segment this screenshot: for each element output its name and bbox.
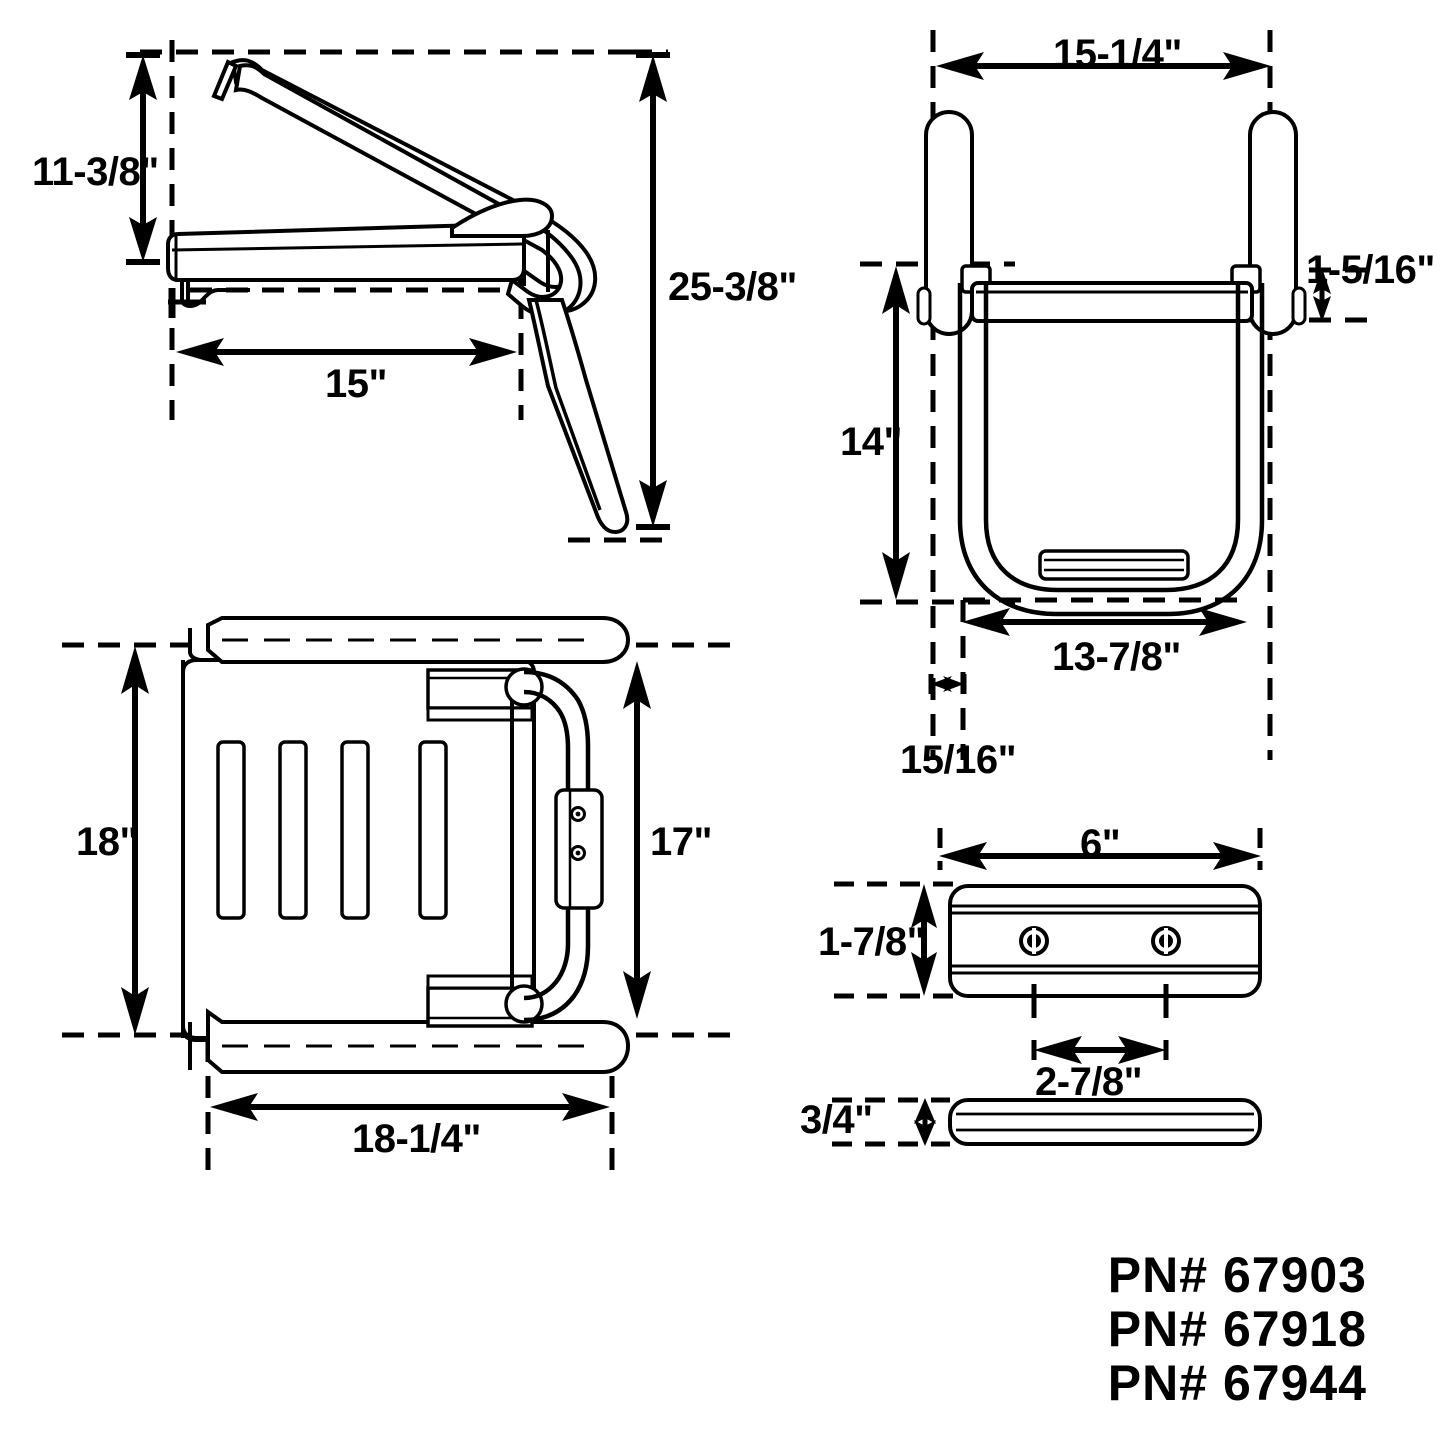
dim-label-side-overall-height: 25-3/8": [668, 265, 797, 309]
right-arm-post: [1248, 110, 1298, 336]
dim-arrow-2-7-8: [1031, 984, 1169, 1064]
top-view-lower-hinge: [426, 974, 544, 1028]
front-leg: [526, 298, 630, 535]
seat-slat: [340, 740, 370, 920]
bracket-edge-view: [832, 1097, 1262, 1147]
seat-leg-connector: [522, 230, 550, 292]
bracket-body: [948, 884, 1262, 998]
seat-hinge-bracket: [168, 282, 250, 318]
dim-arrow-1-7-8: [911, 884, 937, 996]
dim-arrow-15-1-4: [936, 52, 1271, 80]
dim-label-front-inner-width: 13-7/8": [1052, 635, 1181, 679]
part-number-3: PN# 67944: [1107, 1355, 1367, 1411]
seat-cross-tube: [970, 281, 1254, 323]
top-view-upper-hinge: [426, 667, 544, 722]
front-view: [860, 30, 1380, 760]
dim-arrow-14: [882, 266, 910, 600]
bracket-edge-extension-lines: [832, 1097, 950, 1147]
seat-slat: [418, 740, 448, 920]
left-arm-post: [924, 110, 974, 336]
part-number-block: PN# 67903 PN# 67918 PN# 67944: [1108, 1248, 1367, 1410]
dim-label-bracket-height: 1-7/8": [818, 920, 926, 964]
dim-arrow-18-1-4: [210, 1093, 610, 1121]
dim-label-top-overall-width: 18-1/4": [352, 1117, 481, 1161]
seat-slat: [278, 740, 308, 920]
dim-label-front-overall-width: 15-1/4": [1053, 32, 1182, 76]
dim-label-top-outer-depth: 18": [76, 820, 138, 864]
dim-arrow-3-4: [914, 1098, 936, 1146]
part-number-1: PN# 67903: [1107, 1247, 1367, 1303]
seat-slats: [216, 740, 448, 920]
bracket-extension-lines: [834, 828, 1263, 999]
dim-label-front-leg-height: 14": [840, 420, 902, 464]
dim-arrow-15: [176, 338, 517, 366]
side-view: [126, 40, 670, 543]
arm-post-tabs: [916, 286, 1307, 326]
dim-label-front-side-offset: 15/16": [900, 738, 1017, 782]
dim-label-bracket-thickness: 3/4": [800, 1098, 873, 1142]
dim-arrow-11-3-8: [126, 52, 160, 265]
top-view: [62, 616, 730, 1170]
dim-label-front-tube-offset: 1-5/16": [1306, 248, 1435, 292]
dim-arrow-17: [623, 661, 651, 1019]
dim-arrow-6: [939, 842, 1261, 870]
foot-pad: [1038, 549, 1190, 581]
dim-arrow-18: [121, 646, 149, 1035]
top-view-hinge-bracket: [554, 788, 604, 910]
dim-arrow-15-16: [928, 674, 967, 694]
dim-label-bracket-hole-spacing: 2-7/8": [1035, 1060, 1143, 1104]
dim-arrow-1-5-16: [1313, 268, 1331, 322]
dim-label-side-backrest-height: 11-3/8": [32, 150, 159, 194]
dim-label-side-seat-depth: 15": [325, 362, 387, 406]
u-leg-frame: [957, 283, 1265, 617]
bracket-screws: [1019, 926, 1181, 956]
dim-arrow-13-7-8: [962, 608, 1247, 636]
part-number-2: PN# 67918: [1107, 1301, 1367, 1357]
bracket-edge-body: [948, 1098, 1262, 1146]
dim-arrow-25-3-8: [636, 52, 670, 530]
dim-label-bracket-length: 6": [1080, 822, 1121, 866]
bracket-detail-view: [834, 828, 1263, 1064]
seat-pivot-plate: [450, 197, 555, 238]
dim-label-top-inner-depth: 17": [650, 820, 712, 864]
seat-slat: [216, 740, 246, 920]
top-arm-rail-upper: [188, 616, 631, 664]
